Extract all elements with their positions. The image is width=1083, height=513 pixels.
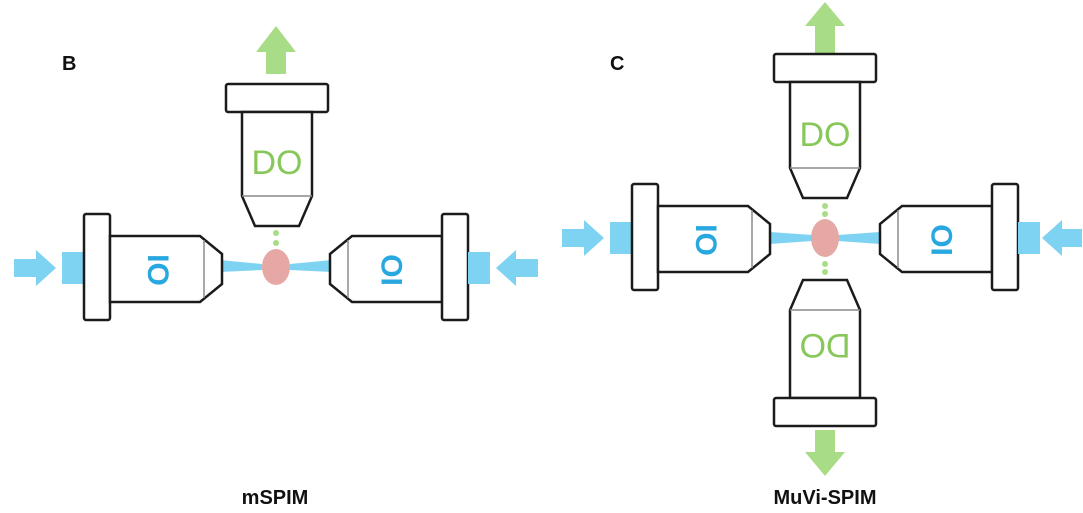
- objective-flange: [82, 212, 112, 322]
- detection-arrow-down: [805, 430, 845, 476]
- panel-letter-b: B: [62, 53, 76, 75]
- detection-path-dot: [822, 203, 828, 209]
- detection-arrow-up: [805, 2, 845, 54]
- illumination-arrow-left: [14, 250, 56, 286]
- objective-label-do-bottom: DO: [800, 326, 851, 364]
- illumination-arrow-right: [496, 250, 538, 286]
- objective-label-io-left: IO: [141, 254, 174, 286]
- illumination-arrow-right: [1042, 220, 1082, 256]
- illumination-arrow-left: [562, 220, 604, 256]
- light-sheet-right: [290, 260, 332, 272]
- panel-letter-c: C: [610, 53, 624, 75]
- panel-c: C DO: [562, 2, 1082, 509]
- illumination-objective-left: IO: [82, 212, 224, 322]
- illumination-objective-right: IO: [328, 212, 470, 322]
- detection-objective-bottom: DO: [772, 278, 878, 428]
- detection-path-dot: [822, 269, 828, 275]
- panel-b: B DO IO: [14, 26, 538, 509]
- panel-caption-b: mSPIM: [242, 487, 309, 509]
- detection-arrow-up: [256, 26, 296, 74]
- illumination-objective-right: IO: [878, 182, 1020, 292]
- objective-flange: [440, 212, 470, 322]
- detection-objective-top: DO: [772, 52, 878, 200]
- light-sheet-left: [770, 232, 812, 244]
- objective-label-io-left: IO: [689, 224, 722, 256]
- objective-flange: [772, 396, 878, 428]
- detection-path-dot: [822, 211, 828, 217]
- objective-barrel: [656, 204, 772, 274]
- light-sheet-right: [838, 232, 880, 244]
- objective-flange: [630, 182, 660, 292]
- illumination-objective-left: IO: [630, 182, 772, 292]
- light-sheet-left: [220, 260, 262, 272]
- objective-label-io-right: IO: [926, 224, 959, 256]
- illumination-coupling-left: [610, 222, 632, 254]
- detection-path-dot: [822, 261, 828, 267]
- detection-path-dot: [273, 230, 279, 236]
- objective-flange: [772, 52, 878, 84]
- illumination-coupling-right: [468, 252, 490, 284]
- objective-flange: [990, 182, 1020, 292]
- objective-flange: [224, 82, 330, 114]
- objective-barrel: [108, 234, 224, 304]
- sample: [262, 249, 290, 285]
- panel-caption-c: MuVi-SPIM: [774, 487, 877, 509]
- illumination-coupling-left: [62, 252, 84, 284]
- objective-label-do-top: DO: [800, 116, 851, 154]
- detection-objective: DO: [224, 82, 330, 228]
- objective-label-io-right: IO: [376, 254, 409, 286]
- objective-label-do: DO: [252, 144, 303, 182]
- illumination-coupling-right: [1018, 222, 1040, 254]
- sample: [811, 219, 839, 257]
- detection-path-dot: [273, 240, 279, 246]
